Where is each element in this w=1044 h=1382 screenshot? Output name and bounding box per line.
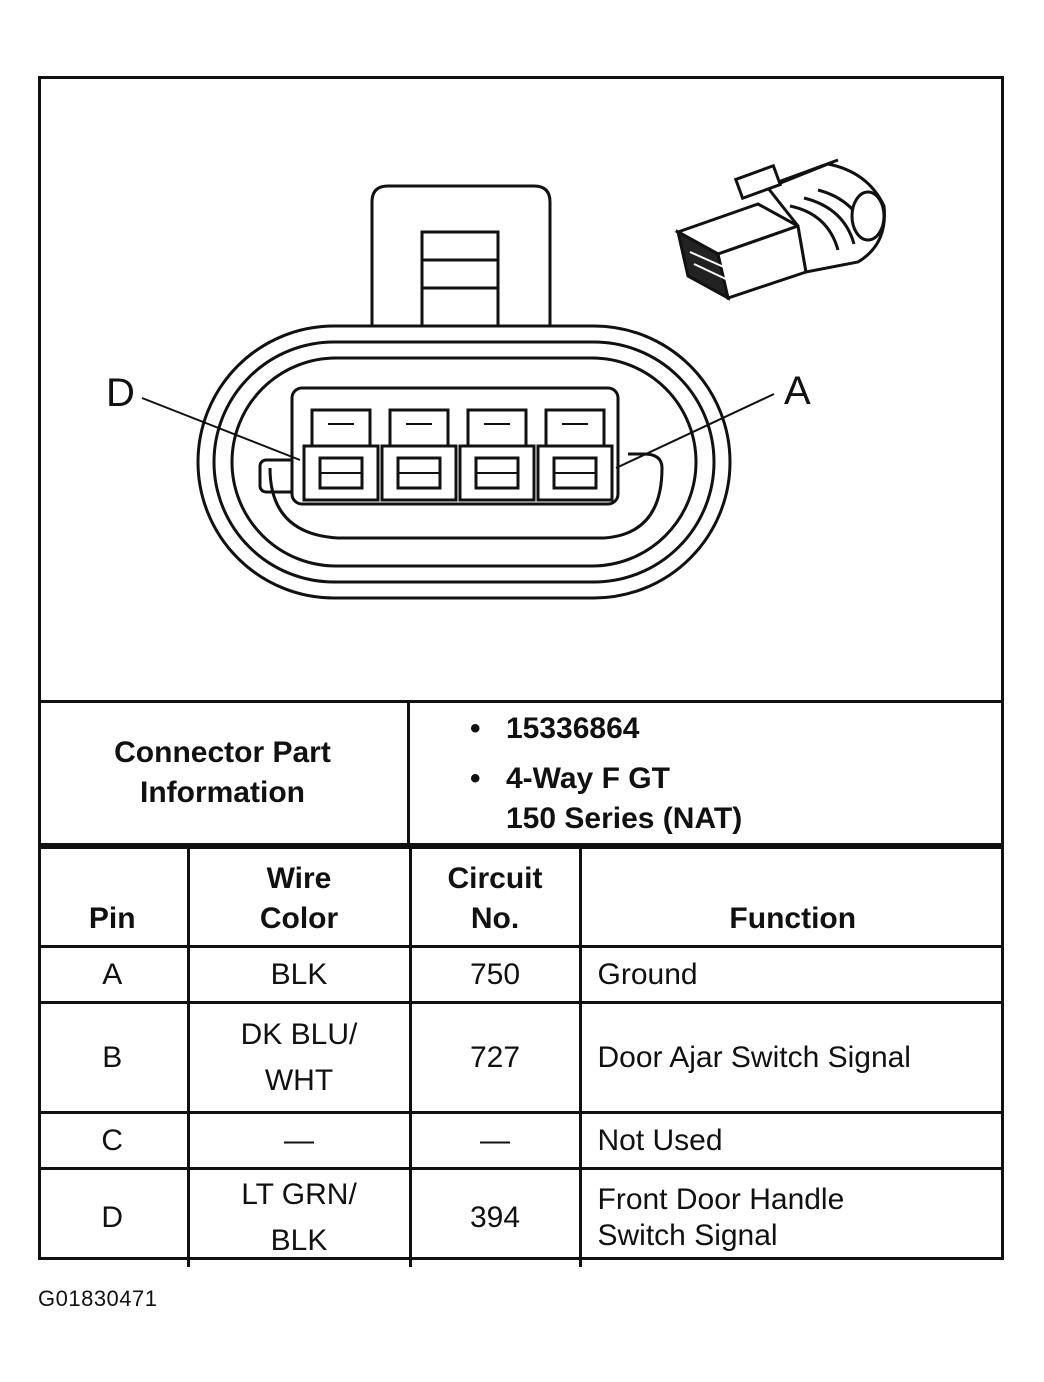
table-row: D LT GRN/ BLK 394 Front Door Handle Swit… (38, 1167, 1004, 1267)
header-function: Function (578, 846, 1004, 948)
wire-color-cell: LT GRN/ BLK (186, 1167, 412, 1267)
circuit-cell: 394 (408, 1167, 582, 1267)
function-cell: Not Used (578, 1111, 1004, 1170)
pinout-table: Pin Wire Color Circuit No. Function A BL… (38, 846, 1004, 1267)
connector-info-list: 15336864 4-Way F GT 150 Series (NAT) (410, 709, 1004, 849)
connector-diagram: D A (38, 76, 1004, 700)
connector-info-section: Connector Part Information 15336864 4-Wa… (38, 700, 1004, 846)
table-header-row: Pin Wire Color Circuit No. Function (38, 846, 1004, 948)
header-pin: Pin (38, 846, 190, 948)
pin-cell: A (38, 945, 190, 1004)
pin-cell: C (38, 1111, 190, 1170)
pin-label-a: A (784, 369, 811, 413)
circuit-cell: — (408, 1111, 582, 1170)
wire-color-cell: — (186, 1111, 412, 1170)
pin-cell: B (38, 1001, 190, 1114)
pin-label-d: D (106, 371, 135, 415)
connector-info-label: Connector Part Information (38, 703, 410, 843)
function-cell: Front Door Handle Switch Signal (578, 1167, 1004, 1267)
connector-3d-drawing (674, 158, 886, 301)
part-number: 15336864 (410, 709, 1004, 749)
wire-color-cell: BLK (186, 945, 412, 1004)
connector-face-drawing: D A (106, 158, 886, 600)
header-wire-color: Wire Color (186, 846, 412, 948)
circuit-cell: 750 (408, 945, 582, 1004)
function-cell: Door Ajar Switch Signal (578, 1001, 1004, 1114)
function-cell: Ground (578, 945, 1004, 1004)
wire-color-cell: DK BLU/ WHT (186, 1001, 412, 1114)
connector-description: 4-Way F GT 150 Series (NAT) (410, 759, 1004, 839)
table-row: A BLK 750 Ground (38, 945, 1004, 1004)
table-row: B DK BLU/ WHT 727 Door Ajar Switch Signa… (38, 1001, 1004, 1114)
header-circuit-no: Circuit No. (408, 846, 582, 948)
table-row: C — — Not Used (38, 1111, 1004, 1170)
circuit-cell: 727 (408, 1001, 582, 1114)
pin-cell: D (38, 1167, 190, 1267)
figure-id: G01830471 (38, 1286, 158, 1311)
